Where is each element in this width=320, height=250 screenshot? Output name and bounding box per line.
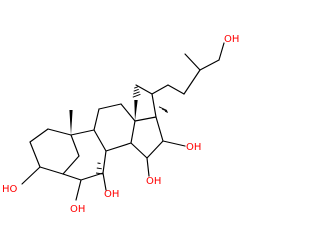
bond <box>155 116 164 142</box>
bond <box>167 84 185 95</box>
bond <box>184 53 201 71</box>
bond <box>183 69 201 95</box>
bond <box>162 140 186 147</box>
bond <box>70 134 80 157</box>
bond <box>62 173 82 181</box>
hydroxyl-label: HO <box>2 184 18 195</box>
bond <box>102 150 107 174</box>
bond <box>102 172 107 191</box>
hydroxyl-label: OH <box>146 176 161 187</box>
bond <box>70 129 95 136</box>
bond <box>29 128 49 143</box>
hydroxyl-label: OH <box>186 142 201 153</box>
hashed-bond <box>95 162 104 175</box>
bonds <box>21 42 225 201</box>
hydroxyl-label: OH <box>70 204 85 215</box>
bond <box>151 84 169 95</box>
stereo-bonds <box>69 86 168 175</box>
bond <box>80 172 104 181</box>
bond <box>146 140 164 159</box>
bond <box>130 142 148 159</box>
bond <box>151 93 157 118</box>
bond <box>62 155 80 175</box>
bond <box>130 120 136 144</box>
structure-diagram: OH OH OH HO OH OH <box>2 34 239 215</box>
hashed-bond <box>158 106 168 113</box>
bond <box>134 116 157 122</box>
bond <box>218 42 225 61</box>
bond <box>135 84 153 95</box>
bond <box>21 166 41 185</box>
bond <box>199 59 220 71</box>
bond <box>75 179 82 201</box>
bond <box>93 129 107 152</box>
wedge-bond <box>134 100 138 121</box>
bond <box>98 103 122 110</box>
bond <box>146 157 150 177</box>
atom-labels: OH OH OH HO OH OH <box>2 34 239 215</box>
bond <box>29 141 41 168</box>
hashed-bond <box>132 86 141 98</box>
wedge-bond <box>69 110 73 135</box>
bond <box>120 103 136 122</box>
hydroxyl-label: OH <box>104 189 119 200</box>
hydroxyl-label: OH <box>224 34 239 45</box>
bond <box>47 128 72 136</box>
bond <box>39 166 64 175</box>
bond <box>105 142 132 152</box>
bond <box>93 108 100 131</box>
